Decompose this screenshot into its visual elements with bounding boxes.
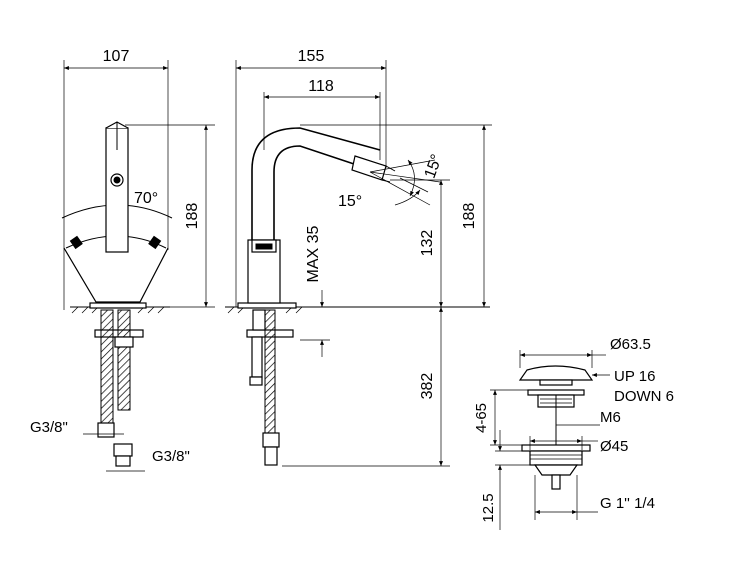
below-deck-label: 382 — [419, 373, 436, 400]
front-view — [61, 60, 215, 472]
angle-upper-label: 15° — [422, 152, 446, 181]
front-body — [63, 247, 169, 303]
left-lever-tip — [69, 235, 83, 250]
front-base-plate — [89, 302, 147, 309]
cap-diameter-label: Ø63.5 — [610, 336, 651, 353]
inlet-right-label: G3/8" — [152, 448, 190, 465]
screw-label: M6 — [600, 409, 621, 426]
spout-nozzle — [351, 155, 387, 181]
down-travel-label: DOWN 6 — [614, 388, 674, 405]
drain-detail — [490, 350, 610, 530]
adjust-range-label: 4-65 — [473, 403, 490, 433]
side-width-label: 155 — [298, 48, 325, 65]
side-view — [225, 60, 492, 467]
angle-lower-label: 15° — [338, 193, 362, 210]
left-hose — [100, 309, 114, 431]
drain-lower-flange — [521, 444, 591, 452]
spout-outer — [251, 127, 381, 240]
lever-angle-label: 70° — [134, 190, 158, 207]
spout-height-label: 132 — [419, 230, 436, 257]
front-width-label: 107 — [103, 48, 130, 65]
side-hose — [264, 309, 276, 436]
side-shank — [252, 309, 266, 331]
inlet-left-label: G3/8" — [30, 419, 68, 436]
right-hose-fitting — [113, 443, 133, 457]
up-travel-label: UP 16 — [614, 368, 655, 385]
spout-inner — [273, 145, 361, 240]
side-height-label: 188 — [461, 203, 478, 230]
left-hose-fitting — [97, 422, 115, 438]
drain-body — [529, 450, 583, 466]
thread-label: G 1'' 1/4 — [600, 495, 655, 512]
drain-cap — [518, 365, 594, 381]
right-lever-tip — [148, 235, 162, 250]
side-base-plate — [237, 302, 297, 309]
spout-reach-label: 118 — [308, 78, 334, 95]
front-deck-hatch — [71, 306, 165, 314]
drain-tail — [551, 474, 561, 490]
front-height-label: 188 — [184, 203, 201, 230]
max-deck-label: MAX 35 — [305, 225, 322, 282]
right-hose — [117, 309, 131, 411]
body-diameter-label: Ø45 — [600, 438, 628, 455]
drain-flange — [527, 389, 585, 396]
side-hose-fitting — [262, 432, 280, 448]
bottom-height-label: 12.5 — [480, 493, 497, 522]
